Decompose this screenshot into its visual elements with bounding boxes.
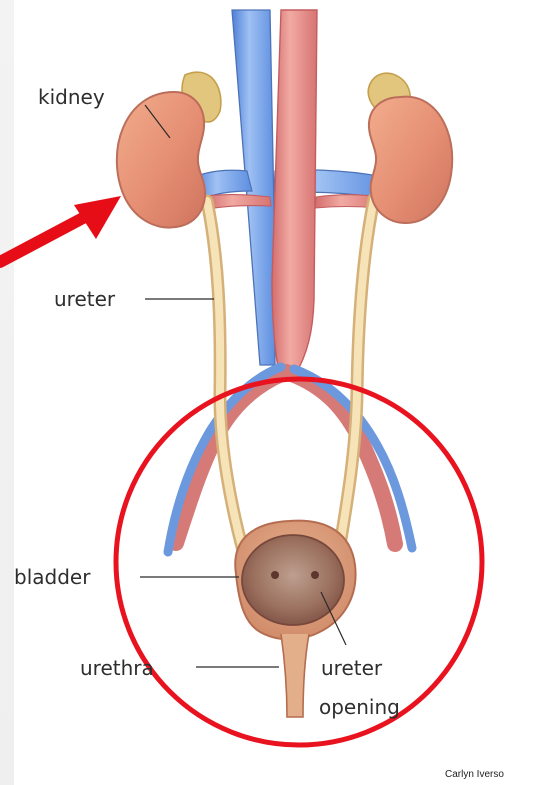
label-urethra: urethra: [80, 656, 154, 680]
label-bladder: bladder: [14, 565, 91, 589]
right-kidney: [369, 97, 452, 223]
label-ureter: ureter: [54, 287, 116, 311]
urethra: [281, 634, 309, 717]
label-ureter-opening-line1: ureter: [321, 656, 383, 680]
label-ureter-opening-line2: opening: [319, 695, 400, 719]
right-ureter-opening: [311, 571, 319, 579]
red-arrow-shaft: [0, 218, 83, 262]
bladder-lumen: [242, 535, 344, 625]
right-ureter-highlight: [338, 199, 374, 557]
image-credit: Carlyn Iverso: [445, 769, 504, 780]
aorta: [272, 10, 317, 375]
left-kidney: [117, 92, 205, 228]
label-kidney: kidney: [38, 85, 105, 109]
left-ureter-opening: [271, 571, 279, 579]
